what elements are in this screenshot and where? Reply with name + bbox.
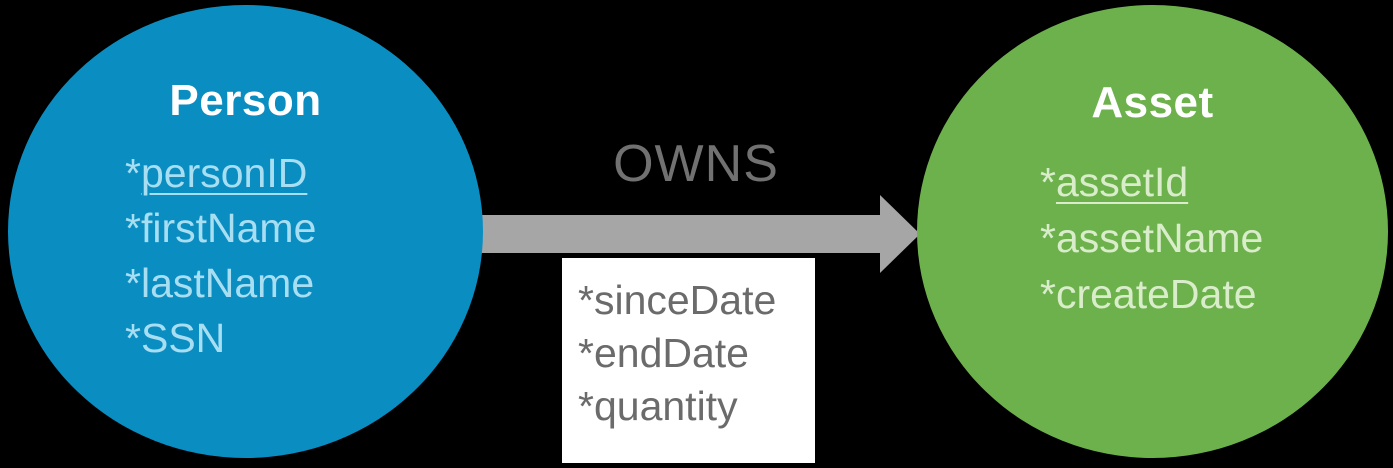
node-asset-properties: *assetId *assetName *createDate [1040, 154, 1263, 322]
owns-arrow-head-icon [880, 195, 920, 273]
node-asset-circle [917, 5, 1388, 458]
property-name: assetName [1055, 215, 1264, 261]
property-row-sincedate: *sinceDate [578, 274, 815, 327]
asterisk: * [125, 315, 141, 361]
property-name: sinceDate [593, 277, 777, 323]
property-name: endDate [593, 330, 749, 376]
property-row-createdate: *createDate [1040, 266, 1263, 322]
property-name: firstName [140, 205, 317, 251]
property-row-assetname: *assetName [1040, 210, 1263, 266]
property-name: createDate [1055, 271, 1257, 317]
property-row-enddate: *endDate [578, 327, 815, 380]
property-row-assetid: *assetId [1040, 154, 1263, 210]
asterisk: * [578, 330, 594, 376]
property-row-lastname: *lastName [125, 256, 316, 311]
property-name: SSN [140, 315, 226, 361]
property-row-quantity: *quantity [578, 380, 815, 433]
asterisk: * [125, 205, 141, 251]
relationship-properties-box: *sinceDate *endDate *quantity [562, 258, 815, 463]
asterisk: * [1040, 159, 1056, 205]
asterisk: * [578, 383, 594, 429]
node-person-label: Person [169, 76, 322, 125]
property-name: assetId [1055, 159, 1189, 205]
property-row-firstname: *firstName [125, 201, 316, 256]
property-row-ssn: *SSN [125, 311, 316, 366]
property-name: quantity [593, 383, 738, 429]
property-name: personID [140, 150, 308, 196]
asterisk: * [578, 277, 594, 323]
node-person-circle [8, 5, 483, 458]
node-person-properties: *personID *firstName *lastName *SSN [125, 146, 316, 366]
relationship-label: OWNS [613, 135, 779, 193]
asterisk: * [125, 150, 141, 196]
node-asset-label: Asset [1091, 78, 1214, 127]
asterisk: * [1040, 215, 1056, 261]
asterisk: * [1040, 271, 1056, 317]
owns-arrow-shaft [472, 215, 881, 253]
property-name: lastName [140, 260, 315, 306]
asterisk: * [125, 260, 141, 306]
property-row-personid: *personID [125, 146, 316, 201]
